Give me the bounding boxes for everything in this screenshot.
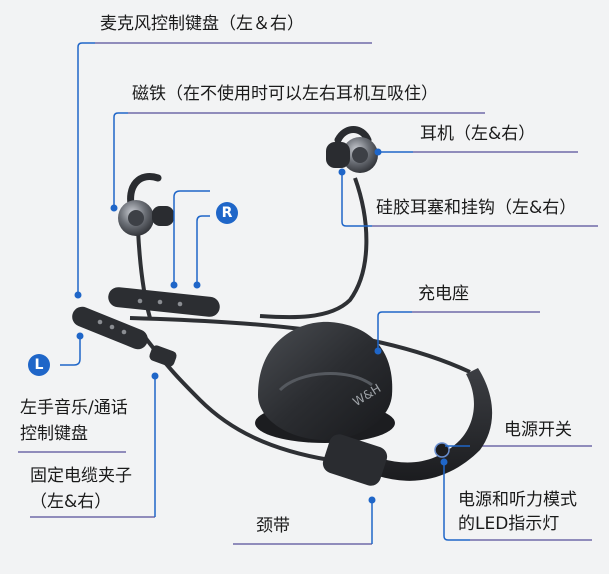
callout-dots: [74, 148, 448, 504]
label-led-line2: 的LED指示灯: [458, 514, 560, 534]
label-power-switch: 电源开关: [504, 420, 572, 440]
label-neckband: 颈带: [256, 516, 290, 536]
label-left-keypad-line1: 左手音乐/通话: [20, 398, 128, 418]
label-cable-clip-line1: 固定电缆夹子: [30, 466, 132, 486]
earbud-left: [118, 173, 174, 236]
cable-clip: [149, 345, 177, 367]
label-left-keypad-line2: 控制键盘: [20, 424, 88, 444]
label-earphone: 耳机（左&右）: [420, 124, 536, 144]
label-magnet: 磁铁（在不使用时可以左右耳机互吸住）: [132, 84, 438, 104]
label-charging-dock: 充电座: [418, 284, 469, 304]
left-side-badge: L: [28, 354, 50, 376]
right-control-pod: [108, 287, 220, 317]
callout-lines: [60, 42, 470, 544]
right-side-badge: R: [216, 202, 238, 224]
charging-dock: [255, 321, 395, 443]
label-underlines: [18, 42, 598, 545]
label-cable-clip-line2: （左&右）: [30, 492, 112, 512]
earbud-right: [326, 126, 378, 173]
label-mic-keypad: 麦克风控制键盘（左＆右）: [100, 14, 304, 34]
label-eartip: 硅胶耳塞和挂钩（左&右）: [376, 198, 577, 218]
left-control-pod: [72, 306, 148, 350]
label-led-line1: 电源和听力模式: [458, 490, 577, 510]
